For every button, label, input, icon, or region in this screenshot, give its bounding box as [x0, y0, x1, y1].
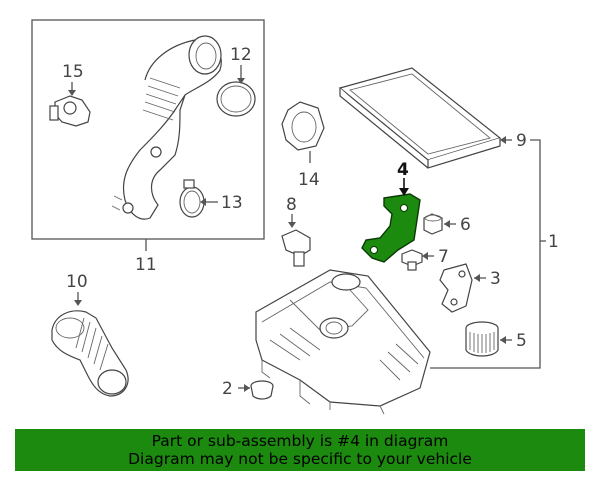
callout-10: 10: [66, 272, 88, 292]
callout-7: 7: [438, 247, 449, 267]
callout-1: 1: [548, 232, 559, 252]
bracket-part-3: 3: [439, 263, 501, 313]
filter-part-5: 5: [465, 321, 527, 357]
intake-hose-part-11: [111, 35, 222, 220]
callout-12: 12: [230, 45, 252, 65]
callout-5: 5: [516, 331, 527, 351]
callout-2: 2: [222, 379, 233, 399]
callout-8: 8: [286, 195, 297, 215]
bracket-part-4-highlighted: 4: [361, 160, 421, 263]
callout-9: 9: [516, 131, 527, 151]
subassembly-box: [31, 19, 265, 240]
bolt-part-7: 7: [401, 247, 449, 271]
info-banner: Part or sub-assembly is #4 in diagram Di…: [15, 429, 585, 471]
callout-6: 6: [460, 215, 471, 235]
grommet-part-6: 6: [423, 213, 471, 235]
intake-duct-part-10: 10: [51, 272, 129, 397]
banner-line-1: Part or sub-assembly is #4 in diagram: [151, 432, 449, 450]
sensor-part-15: 15: [49, 62, 91, 127]
callout-13: 13: [221, 193, 243, 213]
callout-11: 11: [135, 255, 157, 275]
air-cleaner-housing-part-1: [255, 269, 431, 415]
banner-line-2: Diagram may not be specific to your vehi…: [128, 450, 472, 468]
o-ring-part-12: 12: [216, 45, 256, 117]
callout-14: 14: [298, 170, 320, 190]
sensor-part-8: 8: [281, 195, 311, 267]
clamp-part-13: 13: [179, 179, 243, 218]
callout-4: 4: [397, 160, 409, 180]
maf-sensor-part-14: 14: [281, 101, 325, 190]
plug-part-2: 2: [222, 379, 274, 400]
air-filter-part-9: 9: [338, 67, 527, 169]
bracket-1: [430, 139, 541, 369]
callout-3: 3: [490, 269, 501, 289]
callout-15: 15: [62, 62, 84, 82]
